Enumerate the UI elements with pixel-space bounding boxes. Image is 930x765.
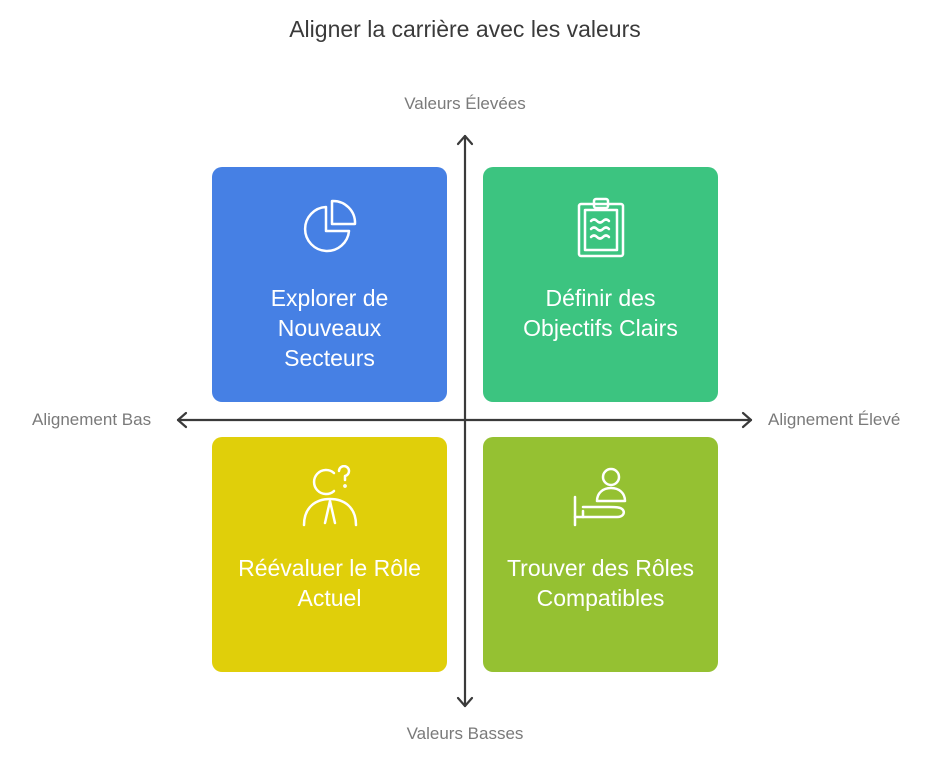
axis-label-top: Valeurs Élevées: [404, 94, 526, 113]
arrow-down-icon: [456, 696, 474, 708]
person-question-icon: [302, 465, 357, 527]
person-service-icon: [573, 467, 626, 527]
quadrant-label: Réévaluer le Rôle Actuel: [238, 555, 421, 611]
diagram-title: Aligner la carrière avec les valeurs: [289, 16, 641, 42]
quadrant-label: Trouver des Rôles Compatibles: [506, 555, 695, 611]
quadrant-label: Explorer de Nouveaux Secteurs: [270, 285, 389, 371]
quadrant-define-clear-goals: Définir des Objectifs Clairs: [483, 167, 718, 402]
quadrant-label: Définir des Objectifs Clairs: [523, 285, 678, 341]
pie-chart-icon: [303, 199, 356, 253]
axis-label-left: Alignement Bas: [32, 410, 152, 429]
axis-label-bottom: Valeurs Basses: [406, 724, 524, 743]
axis-label-right: Alignement Élevé: [768, 410, 901, 429]
quadrant-explore-new-sectors: Explorer de Nouveaux Secteurs: [212, 167, 447, 402]
arrow-up-icon: [456, 134, 474, 146]
arrow-right-icon: [741, 411, 753, 429]
arrow-left-icon: [176, 411, 188, 429]
quadrant-reevaluate-current-role: Réévaluer le Rôle Actuel: [212, 437, 447, 672]
quadrant-find-compatible-roles: Trouver des Rôles Compatibles: [483, 437, 718, 672]
clipboard-icon: [577, 197, 624, 258]
